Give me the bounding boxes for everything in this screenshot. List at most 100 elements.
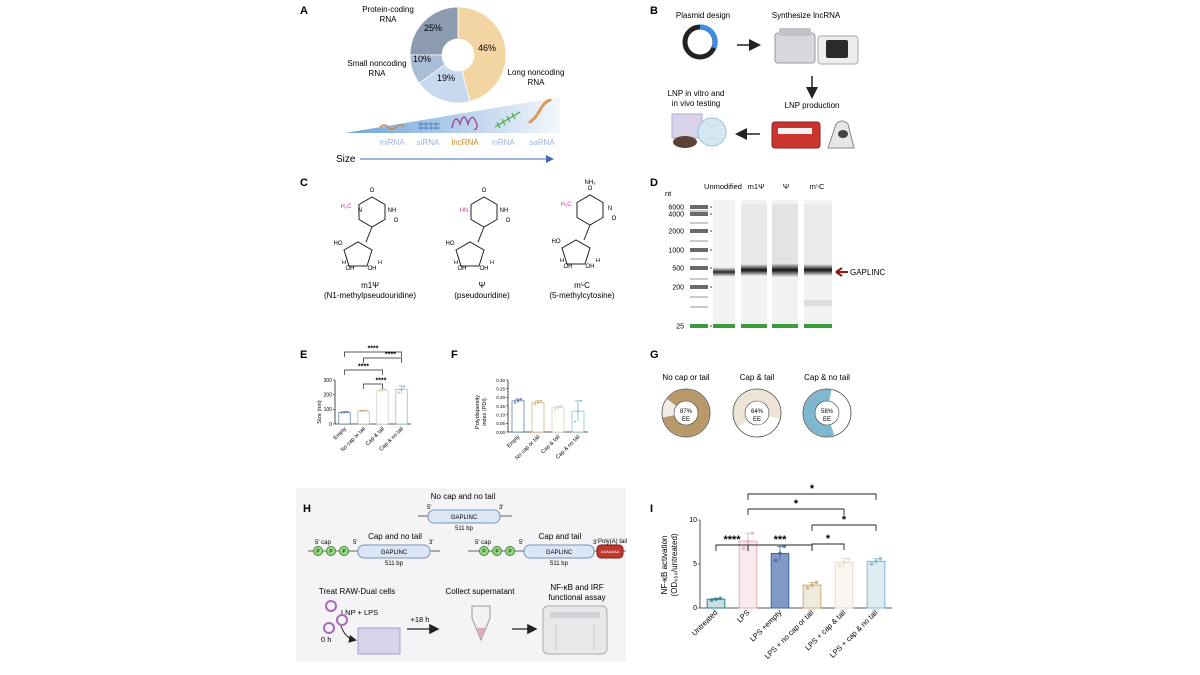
g-donut-fill-0 [662, 389, 710, 437]
chartF-cat-0: Empty [506, 434, 521, 449]
chartI-point-5-2 [878, 556, 883, 561]
ladder-band-4000 [690, 212, 708, 216]
label-long-noncoding: Long noncoding [508, 68, 565, 77]
rna-mrna: mRNA [491, 138, 515, 147]
chartF-point-3-0 [573, 420, 577, 423]
atom-o2-1: O [506, 218, 511, 224]
chartE-point-0-2 [346, 410, 349, 414]
atom-oh2-2: OH [586, 264, 595, 270]
mol-1-name: m1Ψ [361, 281, 379, 290]
lane-m5c: m⁵C [810, 182, 825, 191]
atom-nh-0: NH [388, 208, 397, 214]
ladder-tick-1000 [710, 249, 712, 251]
label-small-noncoding-2: RNA [369, 69, 387, 78]
atom-oh-1: OH [458, 266, 467, 272]
atom-n-0: N [358, 208, 362, 214]
ladder-label-25: 25 [676, 324, 684, 331]
g-ee-1: EE [682, 417, 690, 423]
e-stars-0: **** [368, 346, 379, 353]
chartF-point-0-2 [519, 397, 523, 401]
pct-mrna: 19% [437, 73, 455, 83]
chartF-ytick-label-4: 0.20 [496, 395, 505, 400]
chartE-ytick-label-3: 300 [324, 378, 333, 384]
e-bracket-0 [344, 351, 402, 357]
atom-o-0: O [370, 188, 375, 194]
atom-o-2: O [588, 186, 593, 192]
lane-marker-0 [713, 324, 735, 328]
label-protein-coding-2: RNA [380, 15, 398, 24]
chartI-point-0-2 [718, 596, 723, 601]
ladder-tick-200 [710, 286, 712, 288]
plate-reader-icon [542, 605, 608, 655]
gel-nt-label: nt [665, 189, 672, 198]
ladder-label-4000: 4000 [668, 212, 684, 219]
chartE-bar-3 [395, 389, 408, 425]
chartF-ytick-label-1: 0.05 [496, 421, 505, 426]
e-stars-3: **** [376, 378, 387, 385]
donut-slice-0 [409, 6, 459, 56]
glyco-bond-2 [583, 224, 591, 241]
chartI-point-0-1 [714, 597, 718, 601]
f-ylabel: Polydispersity [475, 395, 481, 429]
chartE-point-3-1 [400, 388, 403, 391]
chartE-bar-0 [338, 411, 351, 425]
h-title-cap-tail: Cap and tail [539, 532, 582, 541]
construct-3-bp: 511 bp [550, 561, 569, 567]
h-title-no-cap: No cap and no tail [431, 492, 496, 501]
construct-2-label: GAPLINC [381, 550, 408, 556]
panel-h: H No cap and no tail GAPLINC 5' 3' 511 b… [296, 488, 627, 662]
mol-2-name: Ψ [479, 281, 486, 290]
chartI-point-4-0 [837, 563, 842, 568]
lane-smear-3 [804, 204, 832, 270]
g-donut-hole-2 [814, 400, 840, 426]
g-donut-fill-2 [803, 389, 835, 437]
lane-psi: Ψ [783, 182, 789, 191]
step-assay: NF-κB and IRF [550, 583, 603, 592]
chartI-point-2-2 [782, 544, 787, 549]
chartF-point-2-1 [556, 406, 560, 409]
construct-2-phosphates [313, 546, 349, 556]
e-stars-2: **** [358, 364, 369, 371]
p-4: P [482, 549, 486, 555]
lane-bg-0 [713, 200, 735, 328]
chartI-ytick-label-2: 10 [689, 517, 697, 524]
rna-sarna: saRNA [529, 138, 555, 147]
mol-1-full: (N1-methylpseudouridine) [324, 291, 416, 300]
ladder-faint-3 [690, 258, 708, 260]
chartE-point-0-1 [343, 411, 346, 414]
ladder-label-2000: 2000 [668, 229, 684, 236]
chartE-point-2-0 [378, 389, 381, 393]
synthesizer-icon [774, 28, 859, 65]
h-title-cap-no-tail: Cap and no tail [368, 532, 422, 541]
lnp-lps-label: LNP + LPS [341, 608, 378, 617]
glyco-bond-1 [477, 226, 485, 243]
panel-label-e: E [300, 349, 307, 361]
construct-3-body [523, 544, 595, 559]
construct-2-bp: 511 bp [385, 561, 404, 567]
chartI-point-1-2 [750, 531, 755, 535]
chartE-point-1-1 [362, 409, 365, 412]
pct-small: 10% [413, 54, 431, 64]
chartI-cat-0: Untreated [690, 608, 720, 638]
testing-icon [671, 113, 727, 148]
p-5: P [495, 549, 499, 555]
chartE-point-2-2 [384, 388, 387, 391]
mol-2-full: (pseudouridine) [454, 291, 510, 300]
chartI-cat-1: LPS [735, 608, 751, 624]
atom-h2-1: H [490, 260, 494, 266]
chartE-ytick-label-2: 200 [324, 392, 333, 398]
ladder-marker [690, 324, 708, 328]
sugar-ring-1 [455, 241, 485, 267]
g-pct-2: 64% [751, 409, 764, 415]
atom-h1-1: H [454, 260, 458, 266]
atom-oh2-0: OH [368, 266, 377, 272]
chartF-bar-0 [511, 400, 525, 433]
chartE-ytick-label-0: 0 [329, 422, 332, 428]
ladder-tick-25 [710, 325, 712, 327]
step-treat: Treat RAW-Dual cells [319, 587, 395, 596]
chartE-point-2-1 [381, 389, 384, 392]
chartF-point-1-0 [533, 403, 537, 406]
base-ring-0 [358, 196, 386, 228]
